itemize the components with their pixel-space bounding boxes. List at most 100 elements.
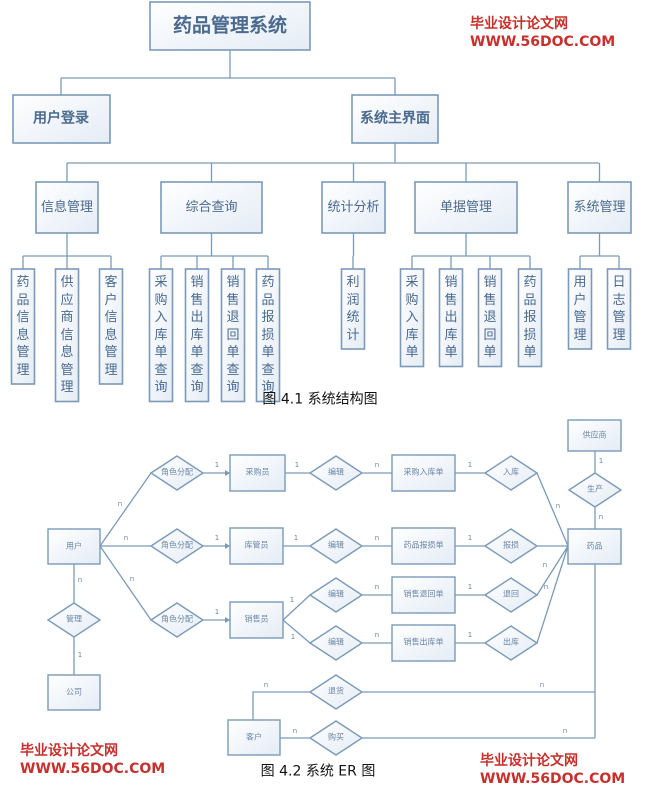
entity-keeper [229,527,284,565]
node-main [351,94,439,144]
connector-line [99,545,152,621]
module-label: 统计分析 [327,199,380,215]
leaf-label: 销售出库单 [444,275,458,360]
root-label: 药品管理系统 [172,14,288,37]
relationship-role-assign [149,528,205,564]
leaf-node [148,268,174,403]
cardinality-label: n [555,502,561,511]
entity-label: 用户 [66,541,82,551]
leaf-label: 采购入库单查询 [154,275,168,395]
module-node [35,181,99,234]
cardinality-label: n [543,583,549,592]
cardinality-label: 1 [467,583,473,592]
cardinality-label: n [374,631,380,640]
leaf-node [10,268,36,385]
cardinality-label: 1 [77,651,83,660]
cardinality-label: 1 [467,534,473,543]
cardinality-label: n [562,727,568,736]
entity-drug [567,528,622,565]
relationship-edit [308,577,364,613]
leaf-node [606,268,632,350]
relationship-manage [46,602,102,638]
cardinality-label: n [292,727,298,736]
watermark-text: 毕业设计论文网 [470,16,568,32]
relationship-label: 编辑 [328,637,344,647]
entity-label: 销售退回单 [403,589,444,599]
entity-customer [227,719,281,756]
leaf-node [567,268,593,350]
cardinality-label: n [539,681,545,690]
relationship-refund [308,674,364,710]
relationship-label: 管理 [66,614,82,624]
connector-line [536,545,569,644]
cardinality-label: 1 [289,596,295,605]
er-caption: 图 4.2 系统 ER 图 [260,763,376,780]
cardinality-label: n [598,513,604,522]
cardinality-label: n [374,583,380,592]
entity-label: 库管员 [244,540,269,550]
module-label: 系统管理 [573,199,626,215]
connector-line [252,691,310,720]
leaf-node [517,268,543,368]
watermark-text: 毕业设计论文网 [480,753,578,769]
main-label: 系统主界面 [360,110,430,127]
node-login [12,94,111,144]
connector-line [99,472,152,547]
relationship-buy [308,720,364,756]
cardinality-label: 1 [290,633,296,642]
entity-label: 公司 [66,687,82,697]
entity-label: 供应商 [582,430,607,440]
relationship-role-assign [149,602,205,638]
leaf-label: 供应商信息管理 [60,275,74,395]
entity-purchase_in [391,454,456,492]
leaf-label: 用户管理 [573,275,587,343]
relationship-label: 出库 [503,637,519,647]
module-node [321,181,386,234]
leaf-label: 药品报损单查询 [261,275,275,395]
entity-label: 销售出库单 [403,637,444,647]
leaf-label: 采购入库单 [405,275,419,360]
cardinality-label: n [263,681,269,690]
cardinality-label: 1 [467,461,473,470]
relationship-label: 入库 [503,467,519,477]
relationship-stock-in [483,455,539,491]
watermark-url: WWW.56DOC.COM [480,771,626,787]
entity-label: 采购入库单 [403,467,444,477]
cardinality-label: n [129,575,135,584]
entity-label: 销售员 [244,614,269,624]
entity-label: 采购员 [245,467,270,477]
watermark: 毕业设计论文网 WWW.56DOC.COM [470,15,615,51]
relationship-edit [308,625,364,661]
connector-line [282,619,311,644]
leaf-node [98,268,124,385]
leaf-label: 药品信息管理 [16,275,30,378]
entity-seller [229,601,284,639]
relationship-edit [308,455,364,491]
arrow-icon [225,617,230,623]
entity-supplier [567,419,622,452]
relationship-label: 编辑 [328,540,344,550]
leaf-node [340,268,366,350]
leaf-label: 销售退回单 [483,275,497,360]
leaf-label: 客户信息管理 [104,275,118,378]
entity-label: 药品报损单 [403,540,444,550]
cardinality-label: n [117,500,123,509]
leaf-label: 日志管理 [612,275,626,343]
leaf-node [220,268,246,403]
entity-damage [391,527,456,565]
leaf-node [54,268,80,403]
watermark-url: WWW.56DOC.COM [470,34,616,50]
entity-label: 药品 [586,541,603,551]
cardinality-label: 1 [598,457,604,466]
root-node [149,1,311,51]
relationship-label: 购买 [328,732,344,742]
cardinality-label: 1 [294,461,300,470]
cardinality-label: n [77,576,83,585]
relationship-label: 角色分配 [161,614,193,624]
arrow-icon [225,470,230,476]
cardinality-label: 1 [467,631,473,640]
relationship-label: 角色分配 [161,467,193,477]
relationship-label: 报损 [503,540,519,550]
